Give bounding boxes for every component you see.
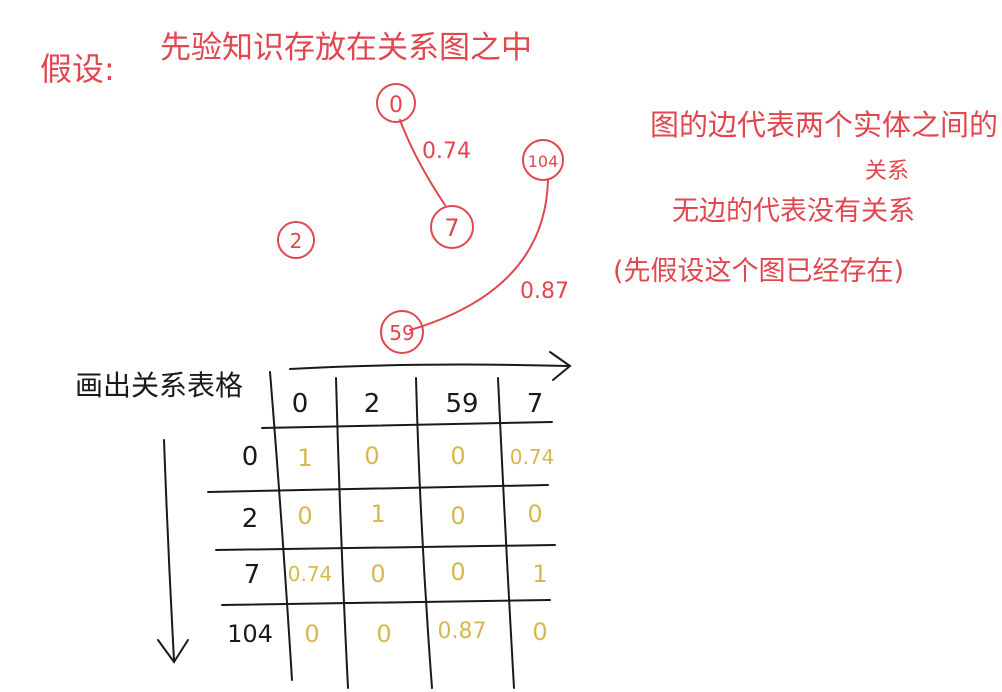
row-header: 104 (227, 620, 273, 648)
row-divider-2 (207, 484, 549, 493)
assumption-text: 先验知识存放在关系图之中 (160, 30, 532, 66)
table-cell: 0.74 (510, 445, 555, 469)
table-cell: 0 (450, 502, 465, 530)
table-cell: 0.74 (288, 562, 333, 586)
row-divider-3 (215, 544, 556, 551)
column-header: 7 (527, 389, 544, 419)
row-divider-1 (261, 421, 553, 429)
col-divider-4 (497, 377, 515, 689)
table-cell: 0.87 (438, 619, 487, 644)
node-0-circle (376, 83, 416, 123)
note-line-3: 无边的代表没有关系 (672, 196, 915, 227)
column-header: 59 (445, 389, 478, 419)
top-arrow-line (289, 363, 569, 370)
note-line-2: 关系 (865, 159, 909, 184)
table-cell: 0 (304, 620, 319, 648)
row-header: 0 (242, 442, 259, 472)
table-cells: 1 0 0 0.74 0 1 0 0 0.74 0 0 1 0 0 0.87 0 (288, 442, 555, 648)
table-cell: 0 (450, 558, 465, 586)
node-0-label: 0 (389, 93, 403, 118)
table-cell: 1 (297, 444, 312, 472)
table-grid (157, 351, 572, 689)
node-7-circle (430, 205, 474, 249)
col-divider-3 (415, 377, 433, 689)
table-cell: 0 (364, 442, 379, 470)
left-arrow-head (157, 639, 189, 664)
left-arrow-line (163, 439, 175, 661)
table-cell: 0 (370, 560, 385, 588)
table-cell: 1 (370, 500, 385, 528)
node-2-label: 2 (290, 229, 303, 253)
table-cell: 0 (532, 618, 547, 646)
table-title: 画出关系表格 (75, 369, 243, 402)
table-cell: 0 (527, 500, 542, 528)
note-line-4: (先假设这个图已经存在) (613, 256, 904, 287)
assumption-label: 假设: (40, 50, 115, 88)
col-divider-2 (335, 377, 349, 689)
table-cell: 0 (297, 502, 312, 530)
edge-104-59-weight: 0.87 (520, 279, 569, 304)
node-2-circle (277, 221, 315, 259)
note-line-1: 图的边代表两个实体之间的 (650, 108, 998, 142)
row-divider-4 (221, 599, 551, 606)
row-header: 2 (242, 504, 259, 534)
column-header: 2 (364, 389, 381, 419)
table-cell: 0 (376, 620, 391, 648)
edge-0-7 (399, 119, 446, 206)
table-cell: 1 (532, 560, 547, 588)
column-header: 0 (292, 389, 309, 419)
node-104-label: 104 (528, 152, 559, 171)
node-59-circle (380, 310, 424, 354)
edge-104-59 (409, 179, 549, 331)
top-arrow-head (549, 351, 572, 381)
edge-0-7-weight: 0.74 (422, 139, 471, 164)
node-59-label: 59 (389, 321, 414, 345)
node-7-label: 7 (444, 214, 459, 242)
row-header: 7 (244, 560, 261, 590)
col-divider-1 (269, 371, 293, 681)
node-104-circle (522, 139, 564, 181)
table-cell: 0 (450, 442, 465, 470)
